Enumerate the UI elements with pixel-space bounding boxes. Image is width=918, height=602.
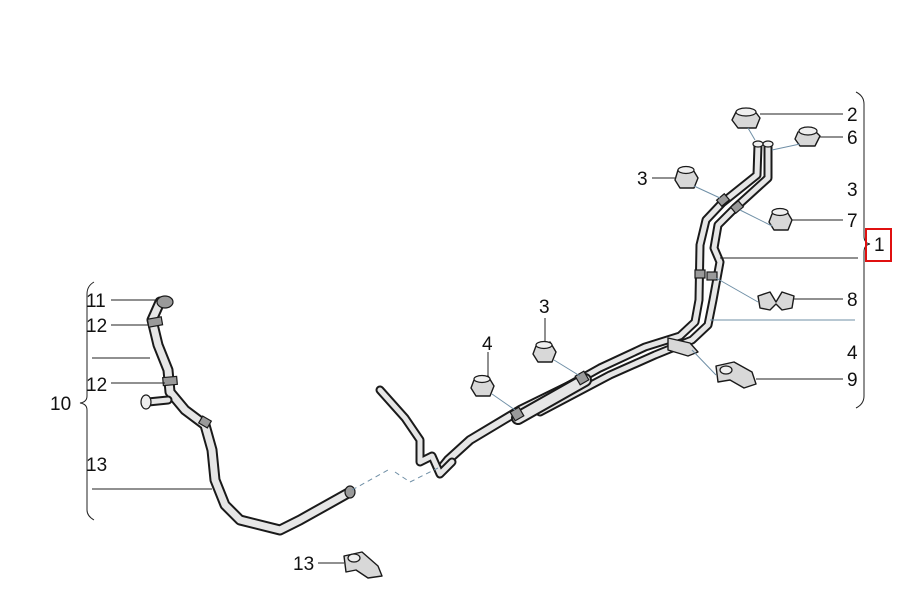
short-connecting-hose[interactable] — [375, 385, 457, 479]
callout-8: 8 — [847, 290, 858, 311]
clamp-part-2[interactable] — [731, 107, 761, 129]
group-bracket-10 — [79, 281, 95, 521]
clamp-part-6[interactable] — [794, 126, 821, 147]
callout-13: 13 — [86, 455, 107, 476]
callout-3: 3 — [539, 297, 550, 318]
bracket-part-8[interactable] — [757, 291, 795, 311]
callout-3: 3 — [637, 169, 648, 190]
callout-labels: 2 6 3 3 7 1 8 4 9 3 4 11 12 12 10 13 13 — [50, 105, 885, 575]
callout-10: 10 — [50, 394, 71, 415]
callout-1: 1 — [874, 235, 885, 256]
callout-9: 9 — [847, 370, 858, 391]
callout-4: 4 — [847, 343, 858, 364]
callout-7: 7 — [847, 211, 858, 232]
callout-11: 11 — [86, 291, 106, 312]
callout-12: 12 — [86, 375, 107, 396]
selected-callout-highlight — [865, 228, 892, 262]
bracket-part-13[interactable] — [343, 551, 383, 579]
hose-assembly-1[interactable] — [435, 140, 774, 475]
clamp-part-3-center[interactable] — [532, 340, 557, 363]
group-bracket-1 — [855, 91, 871, 409]
clamp-part-7[interactable] — [768, 207, 793, 231]
callout-13: 13 — [293, 554, 314, 575]
clamp-part-4[interactable] — [470, 374, 495, 397]
bracket-part-9[interactable] — [715, 361, 757, 389]
clamp-part-3-upper[interactable] — [674, 165, 699, 189]
callout-12: 12 — [86, 316, 107, 337]
hose-assembly-10[interactable] — [140, 295, 356, 536]
callout-4: 4 — [482, 334, 493, 355]
callout-3: 3 — [847, 180, 858, 201]
callout-6: 6 — [847, 128, 858, 149]
leader-lines — [92, 113, 858, 564]
callout-2: 2 — [847, 105, 858, 126]
